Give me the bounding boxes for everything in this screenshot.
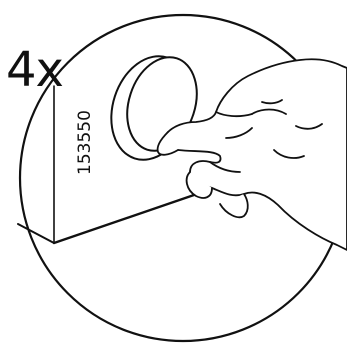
quantity-label: 4x	[6, 46, 63, 94]
part-number-label: 153550	[74, 95, 96, 175]
